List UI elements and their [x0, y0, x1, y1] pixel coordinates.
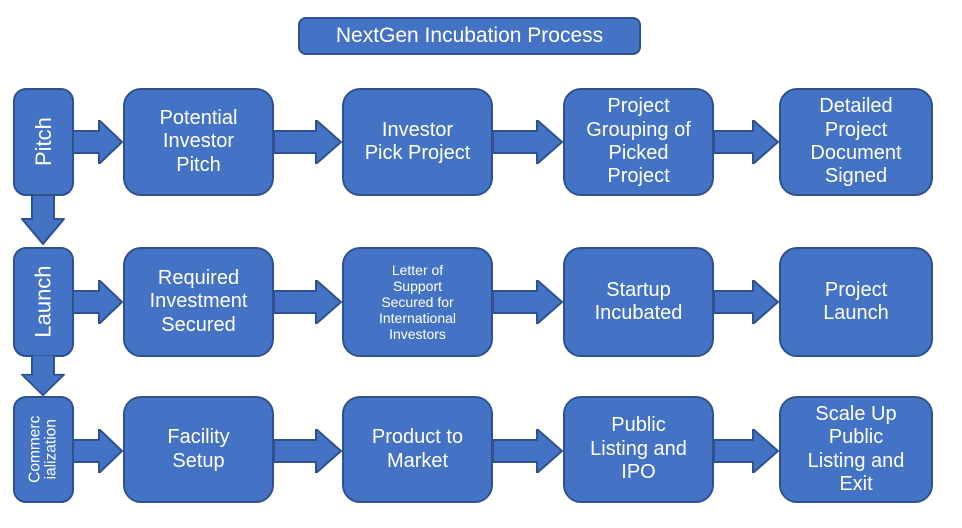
arrow-right-icon: [73, 429, 123, 473]
arrow-right-icon: [714, 120, 779, 164]
arrow-right-icon: [493, 120, 563, 164]
arrow-right-icon: [274, 429, 342, 473]
arrow-right-icon: [73, 120, 123, 164]
arrow-right-icon: [493, 429, 563, 473]
row-label-pitch-text: Pitch: [30, 117, 56, 167]
row-label-launch-text: Launch: [30, 265, 56, 339]
row-label-launch: Launch: [13, 247, 74, 357]
arrow-right-icon: [493, 280, 563, 324]
arrow-down-icon: [21, 355, 65, 396]
arrow-right-icon: [714, 429, 779, 473]
arrow-right-icon: [274, 280, 342, 324]
row-label-pitch: Pitch: [13, 88, 74, 196]
arrow-right-icon: [73, 280, 123, 324]
arrow-right-icon: [274, 120, 342, 164]
arrow-right-icon: [714, 280, 779, 324]
arrow-down-icon: [21, 195, 65, 245]
diagram-title: NextGen Incubation Process: [298, 17, 641, 55]
